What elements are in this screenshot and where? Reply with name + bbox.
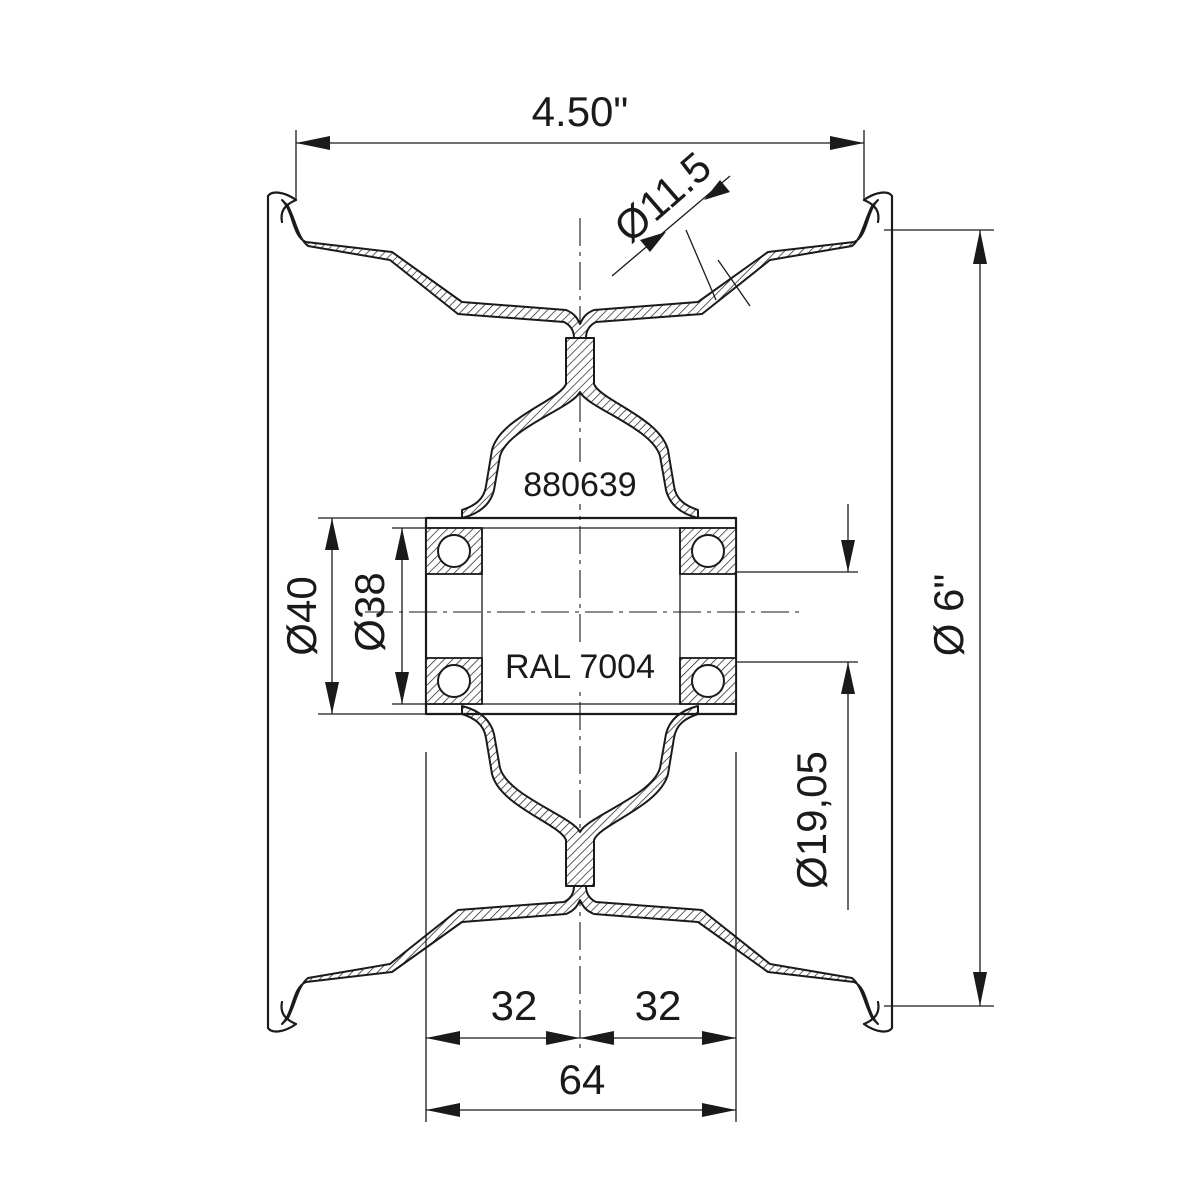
dimension-axle-bore: Ø19,05: [736, 504, 858, 910]
rim-upper-profile: [281, 199, 879, 339]
half-length-right-label: 32: [635, 982, 682, 1029]
hub-upper-web: [461, 337, 699, 519]
color-code-label: RAL 7004: [505, 648, 655, 686]
bearing-left: [425, 527, 483, 705]
axle-bore-label: Ø19,05: [788, 751, 835, 889]
part-number-label: 880639: [523, 466, 636, 504]
hub-lower-web: [461, 705, 699, 887]
bearing-inner-label: Ø38: [346, 572, 393, 651]
overall-width-label: 4.50": [532, 88, 629, 135]
rim-lower-profile: [281, 885, 879, 1025]
dimension-bearing-outer: Ø40: [278, 517, 426, 715]
dimension-bearing-inner: Ø38: [346, 527, 426, 705]
bolt-hole-marker: [685, 229, 751, 307]
dimension-rim-diameter: Ø 6": [884, 229, 994, 1007]
dimension-bolt-hole: Ø11.5: [605, 143, 731, 277]
hub-labels: 880639 RAL 7004: [500, 462, 662, 686]
bearing-outer-label: Ø40: [278, 576, 325, 655]
rim-flanges: [266, 191, 894, 1033]
dimension-hub-lengths: 32 32 64: [425, 752, 737, 1122]
half-length-left-label: 32: [491, 982, 538, 1029]
dimension-overall-width: 4.50": [295, 88, 865, 200]
bearing-right: [679, 527, 737, 705]
hub-assembly: [424, 516, 738, 716]
hub-length-label: 64: [559, 1056, 606, 1103]
rim-diameter-label: Ø 6": [925, 574, 972, 657]
